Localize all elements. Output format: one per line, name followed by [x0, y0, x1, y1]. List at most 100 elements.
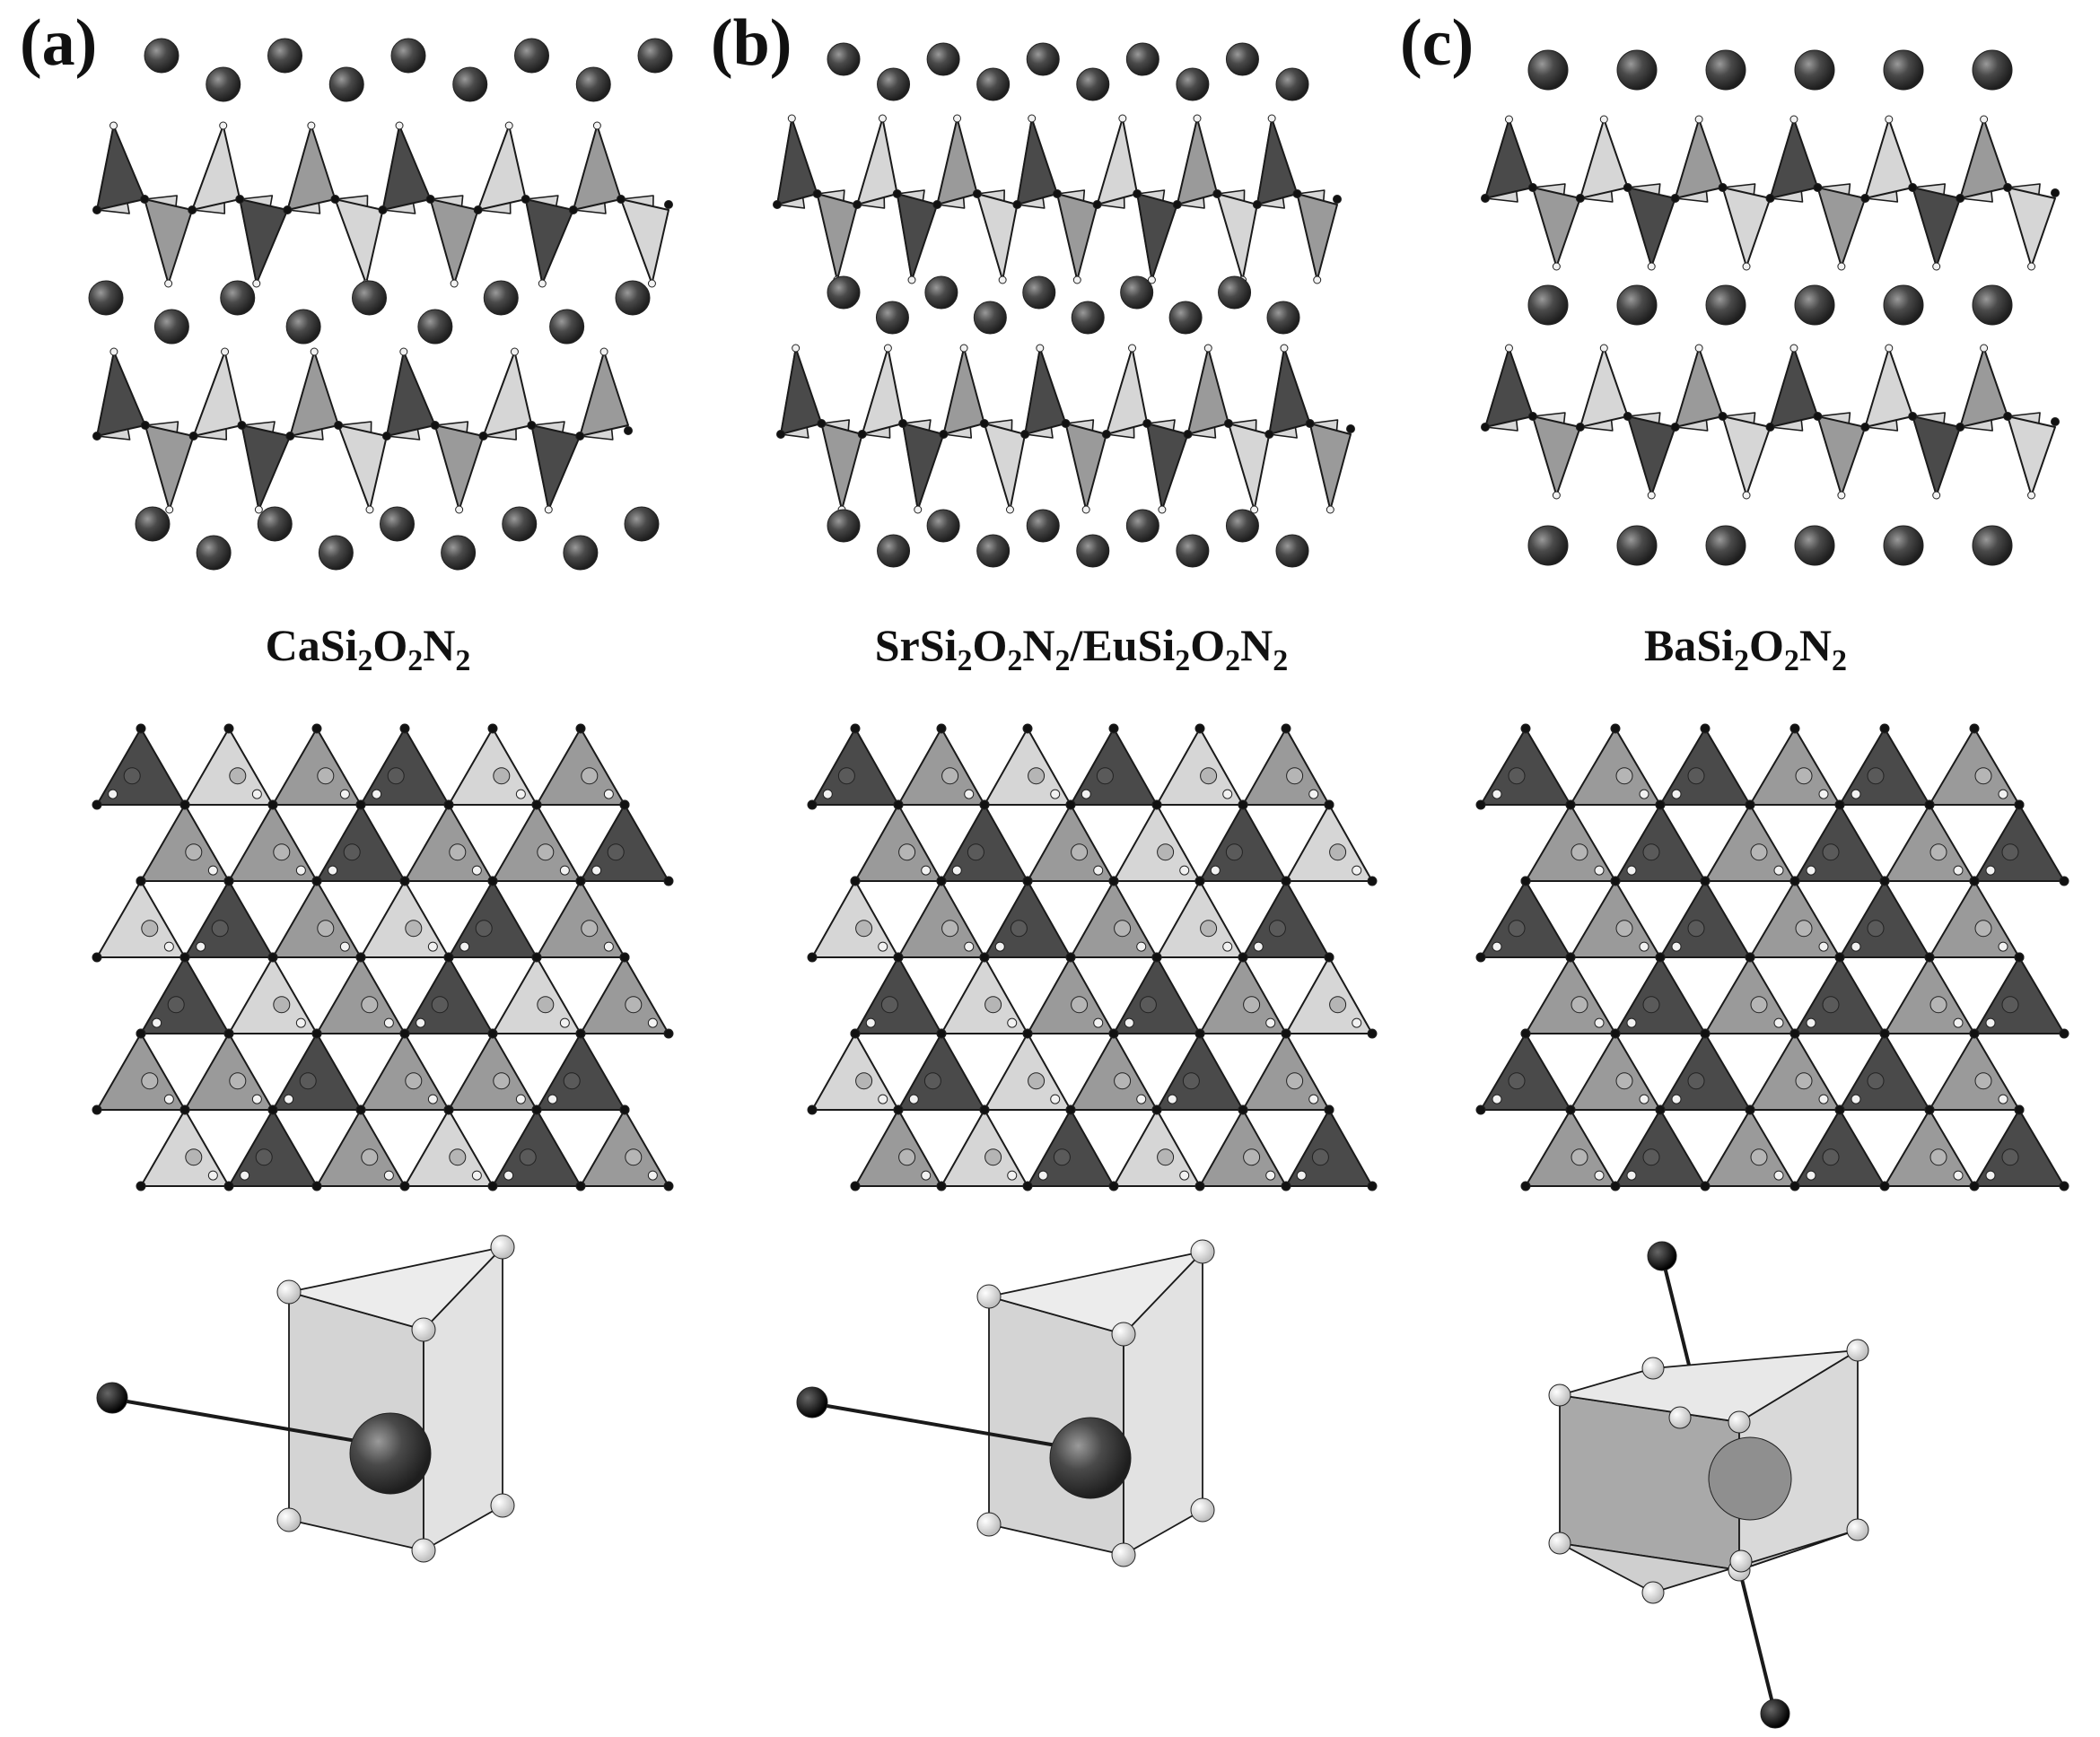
tetrahedron — [854, 804, 942, 882]
oxygen-atom — [1308, 789, 1319, 799]
tetrahedron — [854, 956, 942, 1034]
oxygen-atom — [251, 789, 262, 799]
silicon-center — [1200, 767, 1218, 785]
oxygen-atom — [1548, 1532, 1571, 1555]
oxygen-atom — [1626, 1017, 1637, 1028]
tetrahedron — [856, 118, 898, 205]
oxygen-atom — [964, 941, 975, 952]
oxygen-atom — [1594, 1017, 1605, 1028]
oxygen-atom — [1818, 941, 1829, 952]
nitrogen-atom — [1128, 344, 1137, 353]
metal-atom — [144, 38, 179, 74]
nitrogen-atom — [1194, 876, 1205, 886]
silicon-center — [923, 1072, 941, 1090]
metal-atom — [452, 66, 488, 102]
oxygen-atom — [898, 419, 908, 428]
nitrogen-atom — [1969, 723, 1980, 734]
metal-atom — [1705, 49, 1746, 91]
tetrahedron — [1199, 1109, 1287, 1187]
tetrahedron — [1704, 1109, 1796, 1187]
oxygen-atom — [1292, 189, 1302, 198]
silicon-center — [1182, 1072, 1200, 1090]
nitrogen-atom — [979, 1104, 990, 1115]
metal-atom — [1076, 67, 1110, 101]
nitrogen-atom — [1520, 876, 1531, 886]
tetrahedron — [1156, 880, 1244, 958]
oxygen-atom — [383, 1170, 394, 1181]
silicon-center — [493, 767, 511, 785]
nitrogen-atom — [883, 344, 892, 353]
oxygen-atom — [1092, 200, 1102, 209]
nitrogen-atom — [663, 1028, 674, 1039]
silicon-center — [299, 1072, 317, 1090]
silicon-center — [519, 1148, 537, 1166]
tetrahedron — [1864, 118, 1914, 199]
calcium-atom — [349, 1412, 432, 1495]
silicon-center — [1615, 1072, 1633, 1090]
nitrogen-atom — [450, 279, 459, 288]
prism-face-top — [988, 1251, 1203, 1335]
silicon-center — [1329, 996, 1347, 1014]
nitrogen-atom — [1655, 799, 1666, 810]
tetrahedron — [1674, 347, 1724, 428]
nitrogen-atom — [1367, 1028, 1378, 1039]
tetrahedron — [140, 804, 230, 882]
metal-atom — [1071, 301, 1105, 335]
oxygen-atom — [1142, 419, 1152, 428]
nitrogen-atom — [1193, 114, 1202, 123]
tetrahedron — [984, 728, 1072, 806]
tetrahedron — [272, 728, 362, 806]
tetrahedron — [1525, 956, 1616, 1034]
nitrogen-atom — [544, 505, 553, 514]
tetrahedron — [1242, 880, 1330, 958]
nitrogen-atom — [311, 1028, 322, 1039]
oxygen-atom — [1985, 865, 1996, 876]
nitrogen-atom — [2059, 876, 2069, 886]
tetrahedron — [1973, 956, 2065, 1034]
nitrogen-atom — [1647, 262, 1656, 271]
nitrogen-atom — [223, 1181, 234, 1191]
nitrogen-atom — [223, 876, 234, 886]
oxygen-atom — [1265, 1017, 1276, 1028]
silicon-center — [984, 996, 1002, 1014]
tetrahedron — [1614, 956, 1706, 1034]
tetrahedron — [1749, 880, 1841, 958]
nitrogen-atom — [1789, 1181, 1800, 1191]
metal-atom — [135, 506, 171, 542]
silicon-center — [493, 1072, 511, 1090]
nitrogen-atom — [2027, 491, 2036, 500]
oxygen-atom — [295, 1017, 306, 1028]
nitrogen-atom — [1879, 876, 1890, 886]
tetrahedron — [1199, 956, 1287, 1034]
silicon-center — [855, 920, 873, 938]
oxygen-atom — [559, 865, 570, 876]
nitrogen-atom — [1789, 1028, 1800, 1039]
oxygen-atom — [892, 189, 902, 198]
oxygen-atom — [1296, 1170, 1307, 1181]
tetrahedron — [184, 1033, 274, 1111]
silicon-center — [1795, 1072, 1813, 1090]
silicon-center — [1243, 1148, 1261, 1166]
nitrogen-atom — [619, 952, 630, 963]
tetrahedron — [1794, 804, 1886, 882]
nitrogen-atom — [1647, 491, 1656, 500]
nitrogen-atom — [1281, 1181, 1291, 1191]
oxygen-atom — [939, 430, 949, 439]
metal-atom — [624, 506, 660, 542]
nitrogen-atom — [1504, 115, 1513, 124]
oxygen-atom — [559, 1017, 570, 1028]
tetrahedron — [536, 880, 626, 958]
oxygen-atom — [383, 1017, 394, 1028]
nitrogen-atom — [487, 1181, 498, 1191]
oxygen-atom — [1527, 412, 1537, 421]
oxygen-atom — [812, 189, 822, 198]
silicon-center — [1822, 996, 1840, 1014]
nitrogen-atom — [1789, 344, 1798, 353]
oxygen-atom — [1813, 183, 1823, 192]
tetrahedron — [448, 1033, 538, 1111]
tetrahedron — [530, 424, 582, 511]
nitrogen-atom — [893, 799, 904, 810]
silicon-center — [475, 920, 493, 938]
metal-atom — [1794, 525, 1835, 566]
tetrahedron — [1480, 728, 1571, 806]
